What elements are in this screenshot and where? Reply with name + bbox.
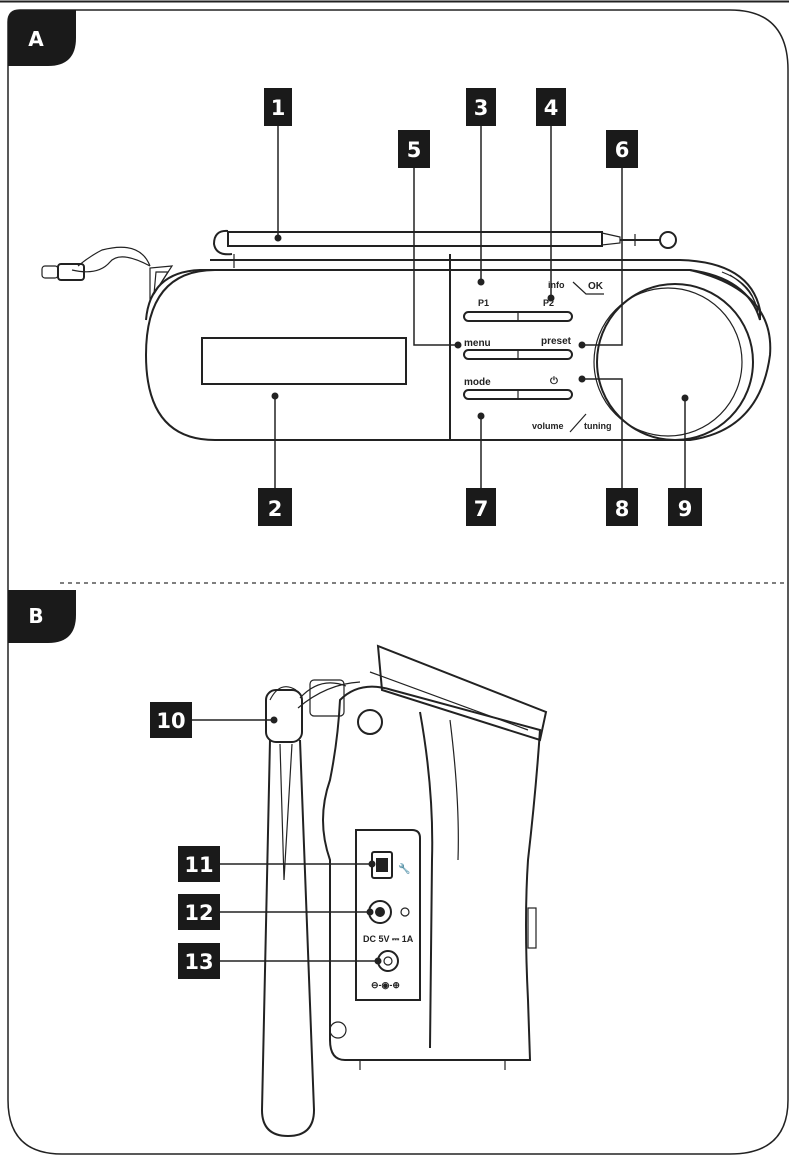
callout-13-label: 13 <box>184 950 213 974</box>
power-icon: ⏻ <box>550 375 558 387</box>
label-volume: volume <box>532 421 564 431</box>
side-body-outline <box>322 685 542 1061</box>
label-dc-input: DC 5V ⎓ 1A <box>363 934 414 944</box>
label-preset: preset <box>541 336 572 347</box>
callout-7-label: 7 <box>474 497 489 521</box>
label-mode: mode <box>464 377 491 388</box>
label-p2: P2 <box>543 298 554 308</box>
label-menu: menu <box>464 338 491 349</box>
callout-12-label: 12 <box>184 901 213 925</box>
callout-5-box <box>398 130 430 168</box>
callouts-a: 1 2 3 4 5 6 7 8 <box>258 88 702 526</box>
callouts-b: 10 11 12 13 <box>150 702 382 979</box>
section-label-b: B <box>28 604 43 628</box>
callout-10-box <box>150 702 192 738</box>
callout-3-box <box>466 88 496 126</box>
wrench-icon: 🔧 <box>398 862 410 875</box>
polarity-symbol: ⊖-◉-⊕ <box>371 980 400 990</box>
callout-2-label: 2 <box>268 497 283 521</box>
label-info: info <box>548 280 565 290</box>
telescopic-antenna <box>212 229 677 268</box>
label-tuning: tuning <box>584 421 612 431</box>
label-ok: OK <box>588 281 604 292</box>
callout-8-label: 8 <box>615 497 630 521</box>
radio-side-view: 🔧 DC 5V ⎓ 1A ⊖-◉-⊕ <box>260 644 548 1138</box>
side-grommet <box>357 709 383 735</box>
connector-panel <box>355 829 421 1001</box>
headphone-icon <box>400 907 410 917</box>
callout-4-label: 4 <box>544 96 559 120</box>
strap-loop <box>41 246 151 281</box>
strap-cap <box>265 689 303 743</box>
strap-anchor <box>309 679 345 717</box>
side-switch <box>527 907 537 949</box>
callout-8-box <box>606 488 638 526</box>
callout-13-box <box>178 943 220 979</box>
callout-3-label: 3 <box>474 96 489 120</box>
callout-11-box <box>178 846 220 882</box>
radio-front-view: P1 P2 info OK menu preset mode ⏻ volume … <box>41 229 772 441</box>
callout-2-box <box>258 488 292 526</box>
section-label-a: A <box>28 27 44 51</box>
callout-1-label: 1 <box>271 96 286 120</box>
label-p1: P1 <box>478 298 489 308</box>
callout-6-label: 6 <box>615 138 630 162</box>
callout-7-box <box>466 488 496 526</box>
callout-5-label: 5 <box>407 138 422 162</box>
section-tab-b <box>8 590 76 643</box>
callout-12-box <box>178 894 220 930</box>
callout-11-label: 11 <box>184 853 213 877</box>
wrist-strap <box>260 681 361 1138</box>
callout-10-label: 10 <box>156 709 185 733</box>
callout-9-box <box>668 488 702 526</box>
lcd-display <box>201 337 407 385</box>
callout-9-label: 9 <box>678 497 693 521</box>
volume-tuning-knob-bezel <box>596 283 754 441</box>
body-outline <box>144 269 772 441</box>
section-tab-a <box>8 10 76 66</box>
callout-1-box <box>264 88 292 126</box>
callout-4-box <box>536 88 566 126</box>
callout-6-box <box>606 130 638 168</box>
